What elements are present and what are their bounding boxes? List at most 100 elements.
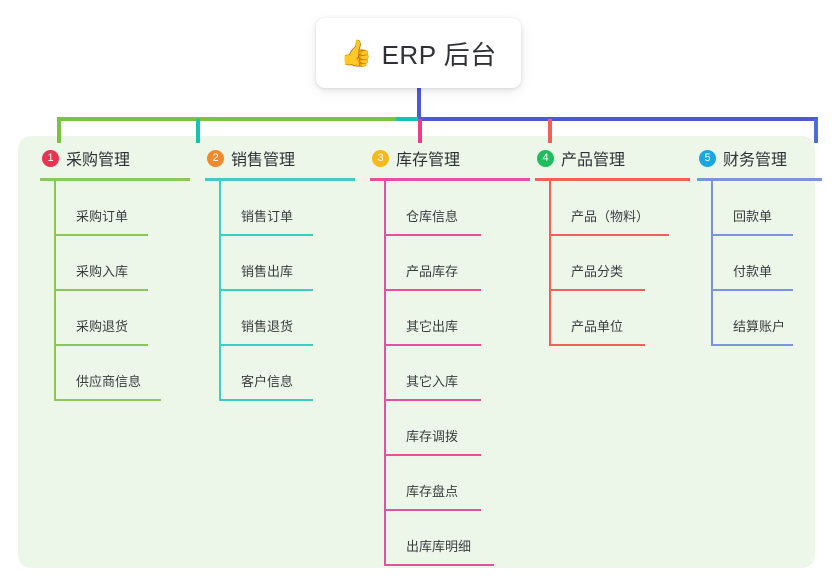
item-spine-connector [711, 181, 713, 346]
category-underline [535, 178, 690, 181]
branch-bar-green [57, 117, 398, 121]
category-column-5: 5 财务管理回款单付款单结算账户 [697, 146, 822, 346]
number-badge-icon: 5 [699, 149, 716, 167]
list-item[interactable]: 其它出库 [384, 291, 530, 346]
category-title: 采购管理 [66, 152, 131, 169]
list-item-underline [219, 344, 313, 346]
list-item[interactable]: 出库库明细 [384, 511, 530, 566]
branch-drop-1 [57, 119, 61, 143]
list-item-underline [549, 289, 645, 291]
root-stem-connector [417, 86, 421, 120]
list-item-underline [54, 234, 148, 236]
category-title: 财务管理 [723, 152, 788, 169]
list-item-underline [384, 289, 481, 291]
list-item[interactable]: 库存盘点 [384, 456, 530, 511]
list-item-label: 产品单位 [571, 319, 624, 334]
list-item-underline [711, 344, 793, 346]
list-item-label: 采购订单 [76, 209, 129, 224]
branch-drop-4 [548, 119, 552, 143]
category-column-1: 1 采购管理采购订单采购入库采购退货供应商信息 [40, 146, 190, 401]
root-node-title: ERP 后台 [381, 39, 497, 70]
content-panel [18, 136, 815, 568]
item-spine-connector [384, 181, 386, 566]
branch-drop-2 [196, 119, 200, 143]
list-item-label: 结算账户 [733, 319, 786, 334]
list-item-label: 采购入库 [76, 264, 129, 279]
list-item-label: 销售订单 [241, 209, 294, 224]
list-item-underline [54, 289, 148, 291]
branch-bar-blue [418, 117, 818, 121]
list-item-underline [549, 344, 645, 346]
branch-drop-3 [418, 119, 422, 143]
list-item-underline [219, 289, 313, 291]
list-item[interactable]: 产品分类 [549, 236, 690, 291]
list-item-underline [711, 289, 793, 291]
list-item-label: 供应商信息 [76, 374, 142, 389]
number-badge-icon: 4 [537, 149, 554, 167]
list-item-label: 仓库信息 [406, 209, 459, 224]
list-item-label: 产品（物料） [571, 209, 650, 224]
list-item-label: 出库库明细 [406, 539, 472, 554]
item-list: 销售订单销售出库销售退货客户信息 [219, 181, 355, 401]
list-item[interactable]: 产品单位 [549, 291, 690, 346]
list-item[interactable]: 库存调拨 [384, 401, 530, 456]
list-item[interactable]: 其它入库 [384, 346, 530, 401]
number-badge-icon: 2 [207, 149, 224, 167]
item-spine-connector [54, 181, 56, 401]
item-list: 产品（物料） 产品分类产品单位 [549, 181, 690, 346]
list-item-label: 产品分类 [571, 264, 624, 279]
list-item[interactable]: 结算账户 [711, 291, 822, 346]
list-item[interactable]: 客户信息 [219, 346, 355, 401]
list-item-underline [219, 399, 313, 401]
category-underline [370, 178, 530, 181]
number-badge-icon: 1 [42, 149, 59, 167]
thumbs-up-icon: 👍 [340, 38, 373, 68]
list-item-underline [384, 509, 481, 511]
list-item-underline [549, 234, 669, 236]
list-item-label: 付款单 [733, 264, 773, 279]
item-spine-connector [549, 181, 551, 346]
list-item[interactable]: 产品（物料） [549, 181, 690, 236]
branch-drop-5 [814, 119, 818, 143]
list-item[interactable]: 采购入库 [54, 236, 190, 291]
list-item-label: 客户信息 [241, 374, 294, 389]
category-underline [697, 178, 822, 181]
root-node-card[interactable]: 👍 ERP 后台 [316, 18, 521, 88]
list-item[interactable]: 销售订单 [219, 181, 355, 236]
list-item-underline [384, 344, 481, 346]
list-item-label: 销售退货 [241, 319, 294, 334]
item-list: 采购订单采购入库采购退货供应商信息 [54, 181, 190, 401]
list-item-label: 产品库存 [406, 264, 459, 279]
list-item-label: 其它入库 [406, 374, 459, 389]
list-item-label: 回款单 [733, 209, 773, 224]
category-header-5[interactable]: 5 财务管理 [697, 146, 822, 170]
list-item[interactable]: 采购退货 [54, 291, 190, 346]
list-item[interactable]: 销售出库 [219, 236, 355, 291]
list-item[interactable]: 销售退货 [219, 291, 355, 346]
list-item-underline [384, 564, 494, 566]
list-item[interactable]: 产品库存 [384, 236, 530, 291]
list-item-underline [384, 454, 481, 456]
list-item-underline [384, 399, 481, 401]
branch-bar-teal [396, 117, 420, 121]
list-item-underline [711, 234, 793, 236]
item-list: 回款单付款单结算账户 [711, 181, 822, 346]
category-underline [205, 178, 355, 181]
list-item-label: 库存调拨 [406, 429, 459, 444]
list-item-underline [219, 234, 313, 236]
list-item[interactable]: 付款单 [711, 236, 822, 291]
category-header-1[interactable]: 1 采购管理 [40, 146, 190, 170]
list-item[interactable]: 供应商信息 [54, 346, 190, 401]
list-item-underline [384, 234, 481, 236]
list-item[interactable]: 回款单 [711, 181, 822, 236]
list-item[interactable]: 采购订单 [54, 181, 190, 236]
list-item-label: 库存盘点 [406, 484, 459, 499]
list-item-label: 销售出库 [241, 264, 294, 279]
list-item[interactable]: 仓库信息 [384, 181, 530, 236]
